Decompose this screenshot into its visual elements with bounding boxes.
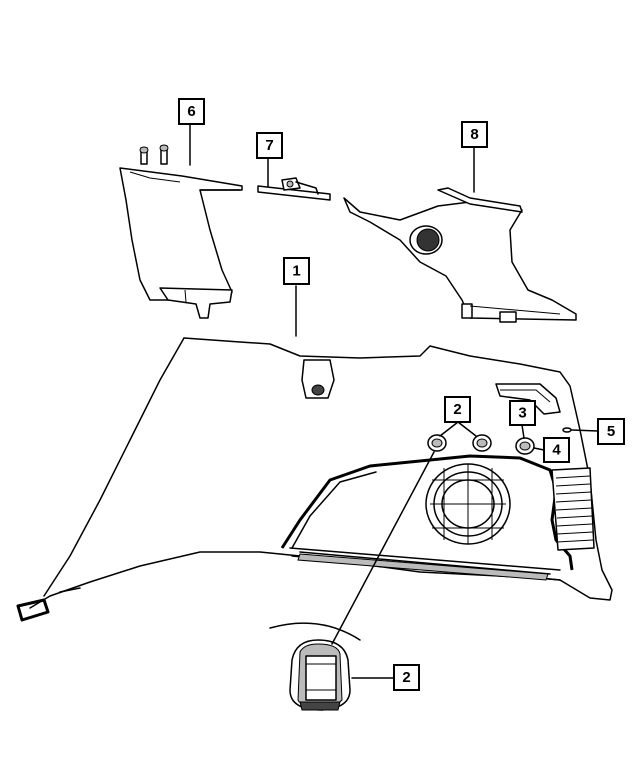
callout-2-upper: 2	[444, 396, 471, 423]
part-7-bracket	[257, 177, 331, 201]
leader-lines	[189, 123, 599, 679]
callout-7: 7	[256, 132, 283, 159]
callout-4: 4	[543, 437, 570, 463]
callout-1-label: 1	[292, 263, 300, 280]
callout-6: 6	[178, 98, 205, 125]
callout-3: 3	[509, 400, 536, 426]
detail-view-part-2	[269, 622, 361, 711]
callout-2-detail: 2	[393, 664, 420, 691]
callout-3-label: 3	[518, 405, 526, 422]
part-8-quarter-trim-upper	[343, 187, 577, 323]
part-1-quarter-trim-lower	[16, 337, 613, 622]
callout-8-label: 8	[470, 126, 478, 143]
callout-5-label: 5	[607, 423, 615, 440]
callout-7-label: 7	[265, 137, 273, 154]
callout-5: 5	[597, 418, 625, 445]
callout-2-upper-label: 2	[453, 401, 461, 418]
callout-8: 8	[461, 121, 488, 148]
callout-1: 1	[283, 257, 310, 285]
callout-4-label: 4	[552, 442, 561, 459]
callout-6-label: 6	[187, 103, 195, 120]
callout-2-detail-label: 2	[402, 669, 410, 686]
part-6-pillar-trim	[119, 144, 243, 319]
